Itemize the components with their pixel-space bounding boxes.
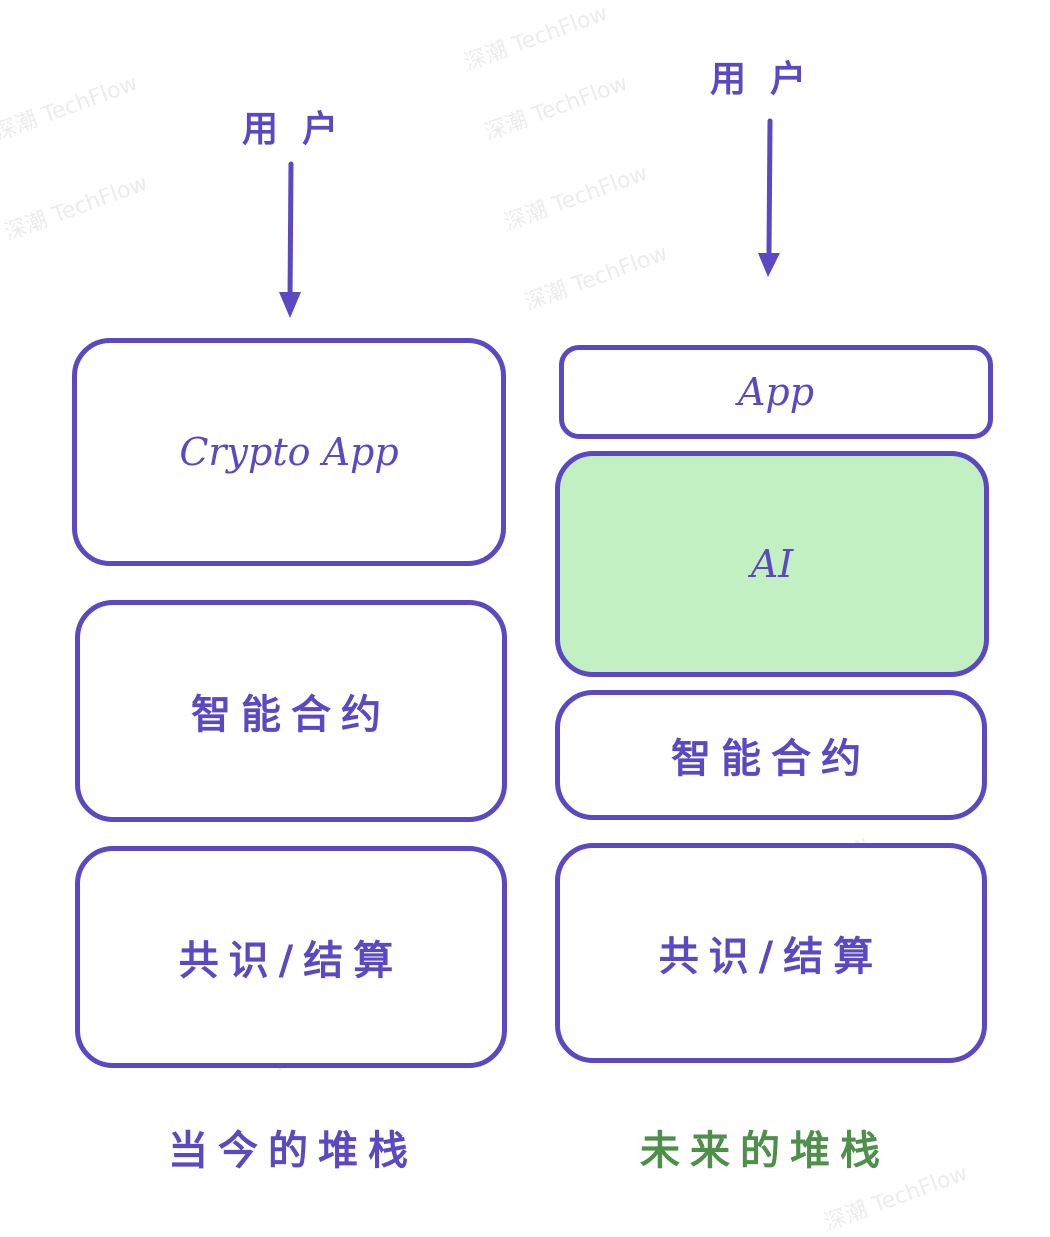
layer-label: 共识/结算 (658, 934, 884, 980)
watermark: 深潮 TechFlow (521, 240, 672, 316)
watermark: 深潮 TechFlow (481, 70, 632, 146)
layer-crypto-app: Crypto App (72, 338, 506, 566)
layer-label: 共识/结算 (178, 938, 404, 984)
user-label: 用户 (242, 109, 363, 150)
layer-label: 智能合约 (671, 736, 871, 782)
layer-consensus-settlement: 共识/结算 (555, 843, 987, 1063)
layer-app: App (559, 345, 993, 439)
layer-smart-contracts: 智能合约 (75, 600, 507, 822)
watermark: 深潮 TechFlow (1, 170, 152, 246)
layer-label: Crypto App (179, 430, 399, 474)
layer-label: 智能合约 (191, 692, 391, 738)
watermark: 深潮 TechFlow (0, 70, 142, 146)
layer-smart-contracts: 智能合约 (555, 690, 987, 820)
layer-consensus-settlement: 共识/结算 (75, 846, 507, 1068)
arrow-down-icon (758, 118, 780, 277)
watermark: 深潮 TechFlow (501, 160, 652, 236)
layer-ai: AI (555, 451, 989, 677)
layer-label: App (737, 370, 815, 414)
watermark: 深潮 TechFlow (461, 0, 612, 76)
arrow-down-icon (279, 161, 301, 318)
user-label: 用户 (710, 59, 831, 100)
caption-future-stack: 未来的堆栈 (640, 1128, 890, 1174)
layer-label: AI (750, 542, 794, 586)
caption-current-stack: 当今的堆栈 (168, 1128, 418, 1174)
